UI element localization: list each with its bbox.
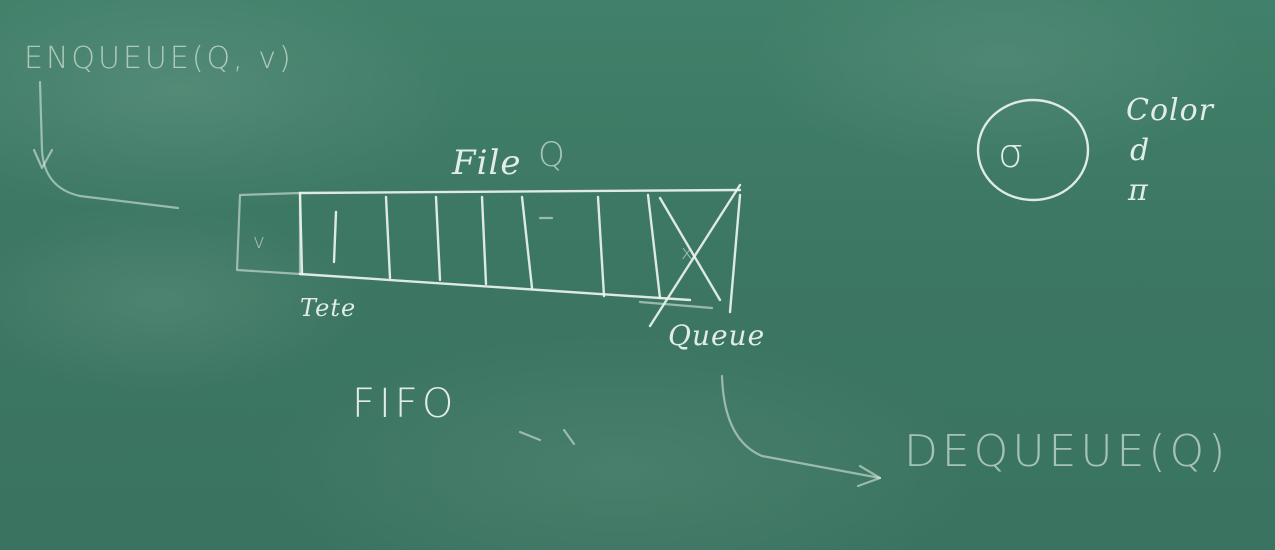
cell-divider bbox=[520, 195, 534, 290]
dequeue-call: DEQUEUE(Q) bbox=[904, 426, 1230, 477]
last-cell-mark: x bbox=[681, 240, 694, 264]
fifo-tick bbox=[562, 428, 576, 446]
cell-divider bbox=[384, 195, 392, 280]
tail-cross bbox=[658, 196, 722, 302]
queue-bottom-edge bbox=[298, 272, 692, 302]
pi-label: π bbox=[1128, 173, 1149, 208]
tail-cross bbox=[648, 183, 742, 328]
tail-underline bbox=[638, 300, 714, 310]
dequeue-arrow-head bbox=[856, 464, 882, 488]
first-cell-value: v bbox=[253, 229, 266, 253]
queue-variable: Q bbox=[538, 135, 566, 175]
cell-divider bbox=[434, 195, 442, 282]
cell-divider bbox=[596, 195, 606, 298]
head-cell bbox=[235, 191, 302, 276]
color-label: Color bbox=[1126, 93, 1215, 128]
head-label: Tete bbox=[300, 294, 357, 322]
tail-label: Queue bbox=[668, 319, 766, 352]
sigma-symbol: σ bbox=[998, 131, 1025, 177]
enqueue-arrow-head bbox=[32, 148, 54, 170]
fifo-label: FIFO bbox=[352, 381, 458, 427]
enqueue-arrow bbox=[38, 80, 180, 210]
queue-top-edge bbox=[298, 188, 742, 195]
queue-left-edge bbox=[298, 191, 304, 276]
enqueue-call: ENQUEUE(Q, v) bbox=[24, 41, 294, 76]
cell-divider bbox=[332, 210, 338, 264]
dequeue-arrow bbox=[720, 374, 882, 480]
cell-divider bbox=[480, 195, 488, 286]
file-label: File bbox=[452, 143, 522, 183]
of-label: d bbox=[1130, 133, 1151, 168]
fifo-tick bbox=[518, 430, 542, 442]
cell-divider bbox=[646, 193, 662, 300]
queue-right-edge bbox=[728, 193, 742, 314]
sigma-circle bbox=[976, 98, 1090, 202]
